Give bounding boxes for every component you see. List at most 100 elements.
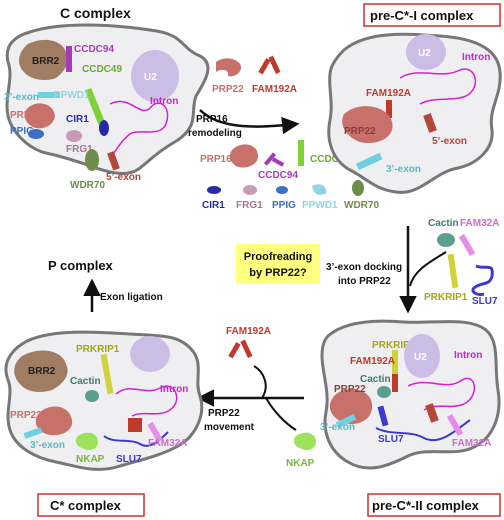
prkrip1-shape-p2 bbox=[392, 350, 398, 386]
movement-branch bbox=[253, 365, 267, 399]
remodeling-caption-line2: remodeling bbox=[188, 128, 242, 139]
pre-c-star-2-frame bbox=[367, 493, 501, 517]
u2-label-p2: U2 bbox=[414, 352, 427, 363]
u2-shape-p1 bbox=[406, 34, 446, 70]
five-exon-shape-p2 bbox=[425, 403, 439, 423]
fam192a-incoming-shape-2 bbox=[268, 55, 281, 75]
slu7-incoming-label: SLU7 bbox=[472, 296, 498, 307]
cir1-released-label: CIR1 bbox=[202, 200, 225, 211]
brr2-label-cs: BRR2 bbox=[28, 366, 56, 377]
ppwd1-released-label: PPWD1 bbox=[302, 200, 338, 211]
intron-path-p2 bbox=[407, 377, 475, 411]
intron-path bbox=[109, 100, 169, 157]
three-exon-label-p2: 3’-exon bbox=[320, 422, 355, 433]
five-exon-shape-cs bbox=[128, 418, 142, 432]
pre-c-star-1-panel: pre-C*-I complex U2 Intron FAM192A PRP22… bbox=[327, 3, 502, 194]
five-exon-shape-p1 bbox=[423, 113, 437, 133]
fam192a-shape-p2 bbox=[392, 374, 398, 392]
ccdc49-released-shape bbox=[298, 140, 304, 166]
fam192a-incoming-label: FAM192A bbox=[252, 84, 297, 95]
cactin-incoming-shape bbox=[437, 233, 455, 247]
proofreading-line1: Proofreading bbox=[244, 251, 312, 263]
three-exon-shape-p1 bbox=[355, 152, 383, 171]
u2-shape-cs bbox=[130, 336, 170, 372]
prkrip1-incoming-label: PRKRIP1 bbox=[424, 292, 468, 303]
fam32a-label-p2: FAM32A bbox=[452, 438, 491, 449]
u2-shape-p2 bbox=[404, 334, 440, 378]
pre-c-star-1-body bbox=[327, 32, 502, 194]
ccdc94-shape bbox=[66, 46, 72, 72]
intron-label-p2: Intron bbox=[454, 350, 482, 361]
cir1-released-shape bbox=[207, 186, 221, 194]
movement-caption-line2: movement bbox=[204, 422, 255, 433]
prp22-incoming-shape bbox=[216, 58, 242, 77]
prp16-shape bbox=[24, 103, 55, 129]
cactin-label-cs: Cactin bbox=[70, 376, 101, 387]
prkrip1-label-cs: PRKRIP1 bbox=[76, 344, 120, 355]
fam192a-released-shape bbox=[228, 342, 241, 359]
proofreading-box bbox=[236, 244, 320, 284]
five-exon-label-p1: 5’-exon bbox=[432, 136, 467, 147]
ppig-label: PPIG bbox=[10, 126, 34, 137]
prp22-label-p1: PRP22 bbox=[344, 126, 376, 137]
prkrip1-shape-cs bbox=[100, 353, 114, 395]
ppwd1-label: PPWD1 bbox=[54, 90, 90, 101]
proofreading-note: Proofreading by PRP22? bbox=[236, 244, 320, 284]
u2-label-p1: U2 bbox=[418, 48, 431, 59]
intron-label-p1: Intron bbox=[462, 52, 490, 63]
fam32a-incoming-label: FAM32A bbox=[460, 218, 499, 229]
fam32a-shape-cs bbox=[147, 421, 163, 443]
docking-transition: 3’-exon docking into PRP22 Cactin FAM32A… bbox=[326, 218, 499, 314]
three-exon-label-cs: 3’-exon bbox=[30, 440, 65, 451]
pre-c-star-2-title: pre-C*-II complex bbox=[372, 498, 480, 513]
slu7-shape-p2 bbox=[377, 405, 389, 427]
intron-path-cs bbox=[115, 385, 178, 417]
cactin-shape-cs bbox=[85, 390, 99, 402]
remodeling-arrow bbox=[199, 109, 300, 135]
docking-merge-curve bbox=[409, 251, 447, 287]
fam192a-released-shape-2 bbox=[240, 339, 253, 359]
u2-label: U2 bbox=[144, 72, 157, 83]
c-star-panel: C* complex BRR2 PRKRIP1 Cactin Intron PR… bbox=[4, 330, 204, 517]
wdr70-label: WDR70 bbox=[70, 180, 105, 191]
prp22-shape-cs bbox=[35, 406, 73, 436]
cir1-label: CIR1 bbox=[66, 114, 89, 125]
three-exon-shape bbox=[38, 92, 60, 98]
cactin-incoming-label: Cactin bbox=[428, 218, 459, 229]
fam192a-released-label: FAM192A bbox=[226, 326, 271, 337]
prp22-label-p2: PRP22 bbox=[334, 384, 366, 395]
docking-caption-line2: into PRP22 bbox=[338, 276, 391, 287]
prp16-released-label: PRP16 bbox=[200, 154, 232, 165]
ppwd1-released-shape bbox=[312, 184, 327, 195]
frg1-shape bbox=[66, 130, 82, 142]
pre-c-star-1-frame bbox=[363, 3, 501, 27]
wdr70-released-shape bbox=[352, 180, 364, 196]
c-complex-title: C complex bbox=[60, 5, 131, 21]
five-exon-label: 5’-exon bbox=[106, 172, 141, 183]
c-star-title: C* complex bbox=[50, 498, 122, 513]
three-exon-label-p1: 3’-exon bbox=[386, 164, 421, 175]
wdr70-released-label: WDR70 bbox=[344, 200, 379, 211]
prp16-label: PRP16 bbox=[10, 110, 42, 121]
prp16-released-shape bbox=[229, 144, 258, 168]
pre-c-star-1-title: pre-C*-I complex bbox=[370, 8, 474, 23]
ccdc94-released-label: CCDC94 bbox=[258, 170, 298, 181]
remodeling-transition: PRP22 FAM192A PRP16 remodeling PRP16 CCD… bbox=[188, 55, 379, 211]
ppig-shape bbox=[28, 129, 44, 139]
three-exon-shape-cs bbox=[23, 427, 43, 439]
frg1-label: FRG1 bbox=[66, 144, 93, 155]
prp22-shape-p2 bbox=[329, 389, 373, 424]
pre-c-star-2-panel: pre-C*-II complex PRKRIP1 FAM192A U2 Int… bbox=[320, 319, 501, 517]
nkap-label-cs: NKAP bbox=[76, 454, 105, 465]
prp22-incoming-label: PRP22 bbox=[212, 84, 244, 95]
fam192a-shape-p1 bbox=[386, 100, 392, 118]
fam32a-label-cs: FAM32A bbox=[148, 438, 187, 449]
three-exon-shape-p2 bbox=[335, 414, 357, 428]
slu7-label-p2: SLU7 bbox=[378, 434, 404, 445]
wdr70-shape bbox=[85, 149, 99, 171]
three-exon-label: 3’-exon bbox=[4, 92, 39, 103]
ccdc49-label: CCDC49 bbox=[82, 64, 122, 75]
docking-caption-line1: 3’-exon docking bbox=[326, 262, 402, 273]
ccdc94-released-shape-2 bbox=[271, 157, 285, 167]
nkap-shape-cs bbox=[75, 432, 98, 450]
